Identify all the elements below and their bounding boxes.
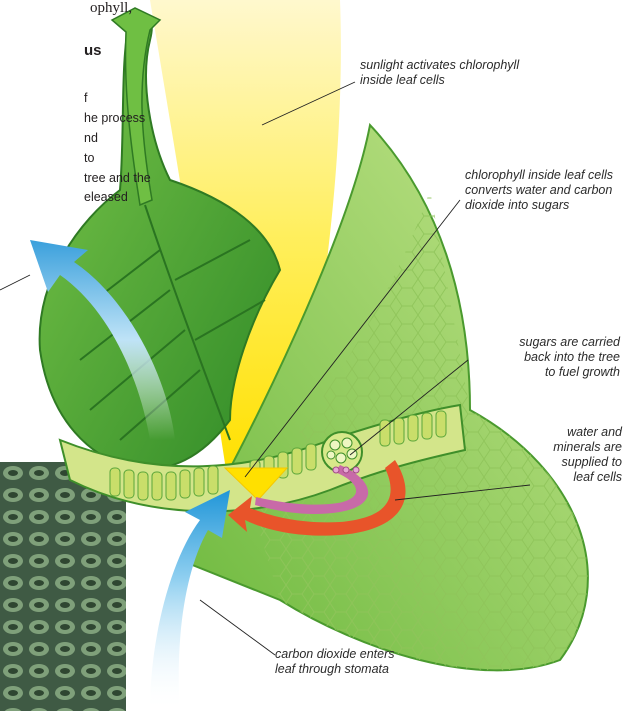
label-sugars: sugars are carried back into the tree to… (500, 335, 620, 380)
stomata-micrograph (0, 462, 126, 711)
intro-body-line: f (84, 91, 87, 105)
intro-body-line: to (84, 151, 94, 165)
label-chlorophyll: chlorophyll inside leaf cells converts w… (465, 168, 613, 213)
label-sunlight: sunlight activates chlorophyll inside le… (360, 58, 519, 88)
intro-line-fragment: ophyll, (90, 0, 132, 17)
carbon-dioxide-arrow (150, 490, 230, 711)
label-carbon-dioxide: carbon dioxide enters leaf through stoma… (275, 647, 395, 677)
intro-body-line: tree and the (84, 171, 151, 185)
intro-heading-fragment: us (84, 42, 102, 59)
intro-body-line: he process (84, 111, 145, 125)
label-water: water and minerals are supplied to leaf … (530, 425, 622, 485)
intro-body-line: eleased (84, 190, 128, 204)
intro-body-line: nd (84, 131, 98, 145)
